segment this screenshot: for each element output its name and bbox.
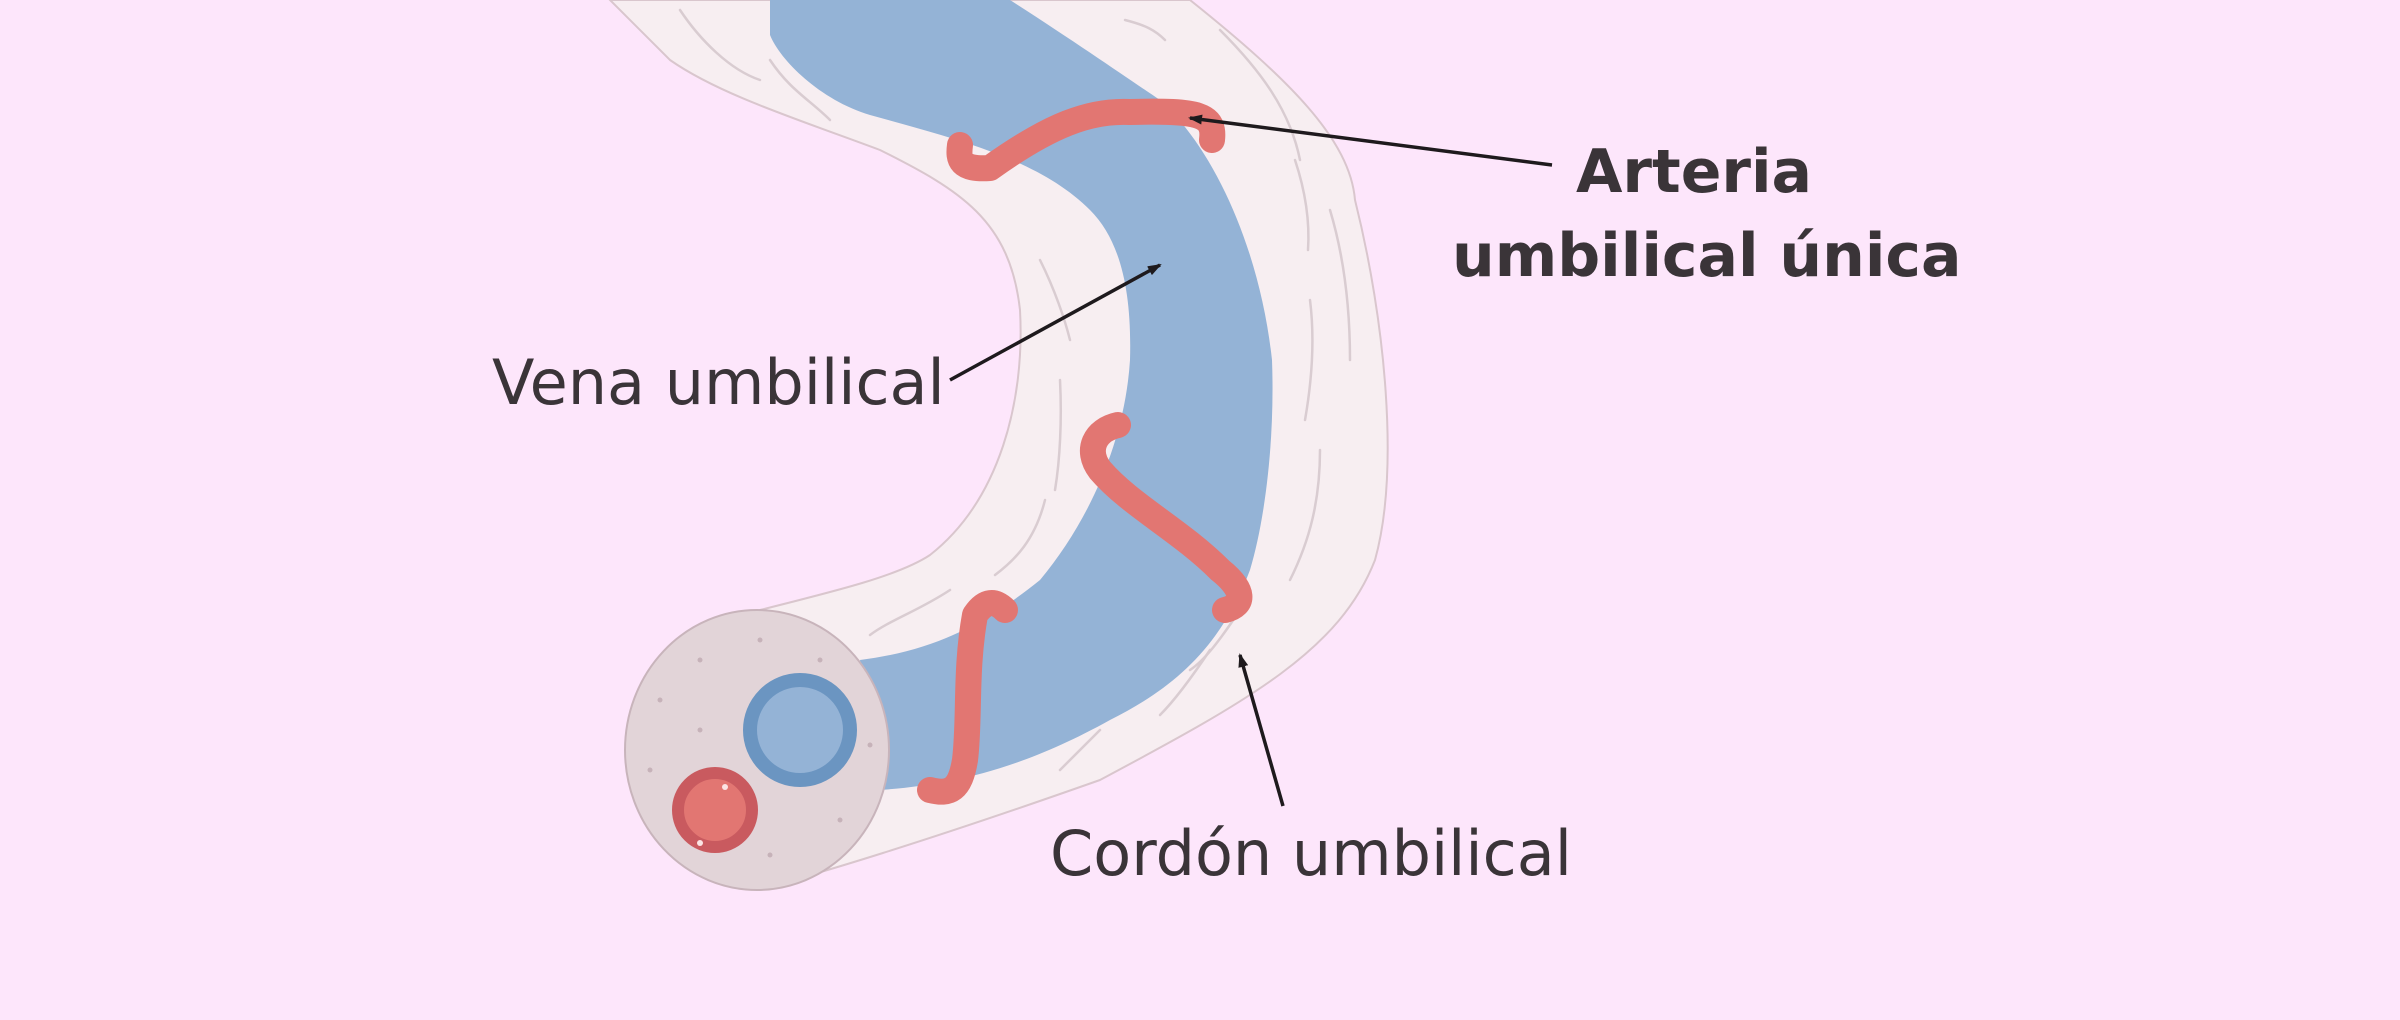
label-arteria-umbilical-unica: Arteria umbilical única [1452,130,1961,298]
artery-highlight-2 [697,840,703,846]
artery-highlight [722,784,728,790]
tissue-fibres [678,8,1352,772]
label-vena-umbilical: Vena umbilical [492,346,945,419]
umbilical-vein [770,0,1273,790]
label-cordon-umbilical: Cordón umbilical [1050,817,1572,890]
cordon-leader-line [1238,653,1285,807]
label-arteria-line1: Arteria [1576,137,1813,207]
artery-cross-section [672,767,758,853]
vena-leader-line [949,263,1162,382]
arteria-leader-line [1188,114,1553,167]
vein-cross-section [743,673,857,787]
label-arteria-line2: umbilical única [1452,221,1962,291]
